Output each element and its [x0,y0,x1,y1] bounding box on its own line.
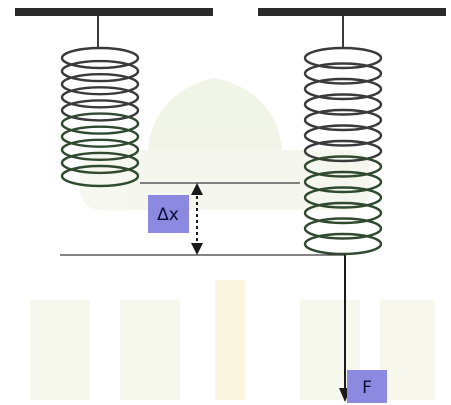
spring-coil [303,124,383,147]
spring-coil [303,201,383,225]
background-watermark [30,78,435,400]
displacement-arrow [191,183,203,255]
ceiling-right [258,8,446,16]
spring-unstretched [60,16,140,188]
spring-coil [303,93,383,116]
ceiling-left [15,8,213,16]
spring-coil [60,164,140,188]
spring-coil [60,59,140,83]
spring-coil [303,232,383,256]
spring-coil [303,217,383,240]
spring-coil [303,62,383,85]
spring-coil [60,72,140,96]
spring-coil [60,46,140,70]
force-label: F [347,370,387,403]
force-label-text: F [362,378,372,398]
spring-coil [60,151,140,175]
displacement-label-text: Δx [157,205,179,225]
spring-coil [303,155,383,178]
spring-coil [303,108,383,132]
spring-coil [60,99,140,122]
spring-stretched [303,16,383,256]
spring-coil [303,46,383,70]
displacement-label: Δx [148,195,189,233]
spring-coil [60,112,140,135]
spring-coil [60,86,140,109]
spring-coil [60,125,140,148]
spring-coil [303,186,383,209]
spring-coil [303,170,383,194]
spring-coil [303,139,383,163]
spring-coil [60,138,140,162]
spring-coil [303,77,383,101]
